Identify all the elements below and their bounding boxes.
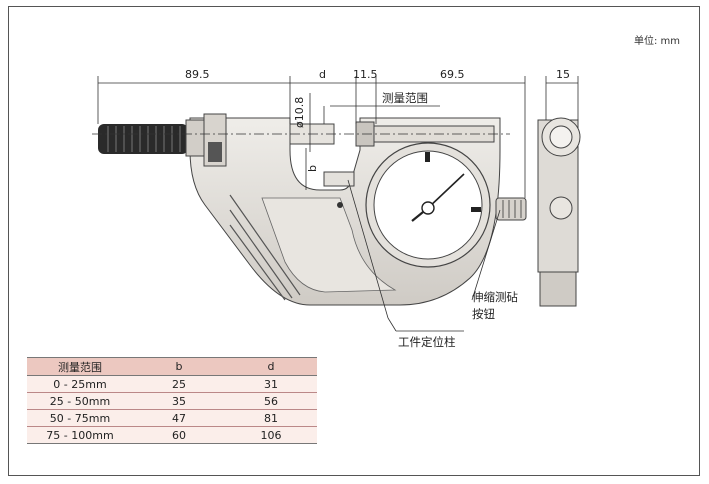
table-header-row: 测量范围 b d bbox=[27, 357, 317, 376]
dimension-lines bbox=[92, 76, 579, 332]
unit-label: 单位: mm bbox=[634, 36, 681, 47]
label-workpiece-stop: 工件定位柱 bbox=[398, 335, 456, 349]
frame-groove-1 bbox=[229, 194, 301, 296]
side-view-thimble-inner bbox=[549, 125, 573, 149]
table-row: 25 - 50mm 35 56 bbox=[27, 392, 317, 410]
workpiece-stop-pin bbox=[323, 171, 355, 187]
table-cell: 47 bbox=[133, 409, 225, 427]
table-header-d: d bbox=[225, 357, 317, 376]
table-cell: 75 - 100mm bbox=[27, 426, 133, 444]
dim-depth-b: b bbox=[306, 165, 319, 172]
table-row: 50 - 75mm 47 81 bbox=[27, 409, 317, 427]
dim-thickness: 15 bbox=[556, 68, 570, 81]
label-measuring-range: 测量范围 bbox=[382, 91, 428, 105]
dial-hub bbox=[421, 201, 435, 215]
spec-table: 测量范围 b d 0 - 25mm 25 31 25 - 50mm 35 56 … bbox=[27, 357, 317, 444]
table-cell: 25 bbox=[133, 375, 225, 393]
sleeve bbox=[185, 119, 207, 157]
lock-knurl bbox=[208, 142, 222, 162]
frame-groove-2 bbox=[229, 209, 293, 299]
table-cell: 50 - 75mm bbox=[27, 409, 133, 427]
frame-pin bbox=[337, 202, 343, 208]
dim-anvil-offset: 11.5 bbox=[353, 68, 378, 81]
drawing-frame bbox=[8, 6, 700, 476]
table-cell: 81 bbox=[225, 409, 317, 427]
dim-overall-left: 89.5 bbox=[185, 68, 210, 81]
table-header-range: 测量范围 bbox=[27, 357, 133, 376]
dial-mark-top bbox=[425, 152, 430, 162]
dial-pointer bbox=[427, 173, 465, 209]
label-retract-button-1: 伸缩测砧 bbox=[472, 290, 518, 304]
table-cell: 25 - 50mm bbox=[27, 392, 133, 410]
thimble-knurl[interactable] bbox=[98, 124, 188, 154]
table-cell: 0 - 25mm bbox=[27, 375, 133, 393]
table-header-b: b bbox=[133, 357, 225, 376]
knurl-lines bbox=[107, 126, 181, 152]
dim-gap-d: d bbox=[319, 68, 326, 81]
frame-groove-3 bbox=[229, 224, 286, 301]
label-retract-button-2: 按钮 bbox=[472, 307, 495, 321]
dial-mark-right bbox=[471, 207, 481, 212]
side-view-button bbox=[549, 196, 573, 220]
table-row: 0 - 25mm 25 31 bbox=[27, 375, 317, 393]
dim-body-right: 69.5 bbox=[440, 68, 465, 81]
table-cell: 31 bbox=[225, 375, 317, 393]
dim-spindle-dia: ø10.8 bbox=[293, 97, 306, 128]
table-cell: 56 bbox=[225, 392, 317, 410]
table-cell: 106 bbox=[225, 426, 317, 444]
table-row: 75 - 100mm 60 106 bbox=[27, 426, 317, 444]
side-view-bottom bbox=[539, 271, 577, 307]
table-cell: 60 bbox=[133, 426, 225, 444]
frame-inner-panel bbox=[261, 197, 397, 293]
retract-button-grip bbox=[502, 200, 522, 218]
table-cell: 35 bbox=[133, 392, 225, 410]
